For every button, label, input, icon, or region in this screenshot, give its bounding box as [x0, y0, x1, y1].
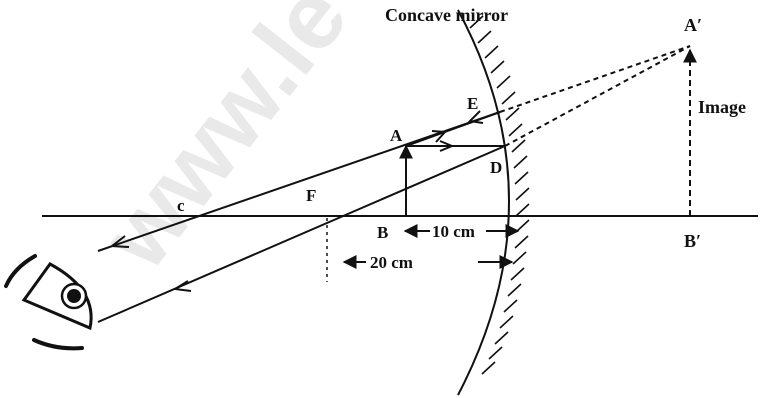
virtual-ray-e	[499, 45, 691, 113]
ray-a-to-d-arrow	[439, 140, 455, 152]
point-e-label: E	[467, 94, 478, 113]
virtual-ray-d	[504, 45, 691, 147]
mirror-surface	[457, 9, 510, 396]
distance-10cm-label: 10 cm	[432, 222, 475, 241]
reflected-ray-e-arrow	[467, 110, 484, 124]
center-c-label: c	[177, 196, 185, 215]
point-b-label: B	[377, 223, 388, 242]
image-point-a-prime-label: A′	[684, 15, 702, 35]
reflected-ray-e-through-c	[97, 111, 501, 252]
focus-f-label: F	[306, 186, 316, 205]
watermark: www.le	[82, 0, 368, 289]
mirror-hatching	[469, 15, 530, 375]
eye-icon	[4, 254, 93, 351]
point-d-label: D	[490, 158, 502, 177]
mirror-label: Concave mirror	[385, 5, 508, 25]
image-point-b-prime-label: B′	[684, 231, 701, 251]
reflected-ray-e-lower-arrow	[109, 235, 130, 248]
image-label: Image	[698, 97, 746, 117]
point-a-label: A	[390, 126, 403, 145]
watermark-text: www.le	[82, 0, 368, 289]
distance-20cm-label: 20 cm	[370, 253, 413, 272]
reflected-ray-d-arrow	[172, 280, 192, 292]
reflected-ray-d-through-f	[97, 145, 506, 323]
